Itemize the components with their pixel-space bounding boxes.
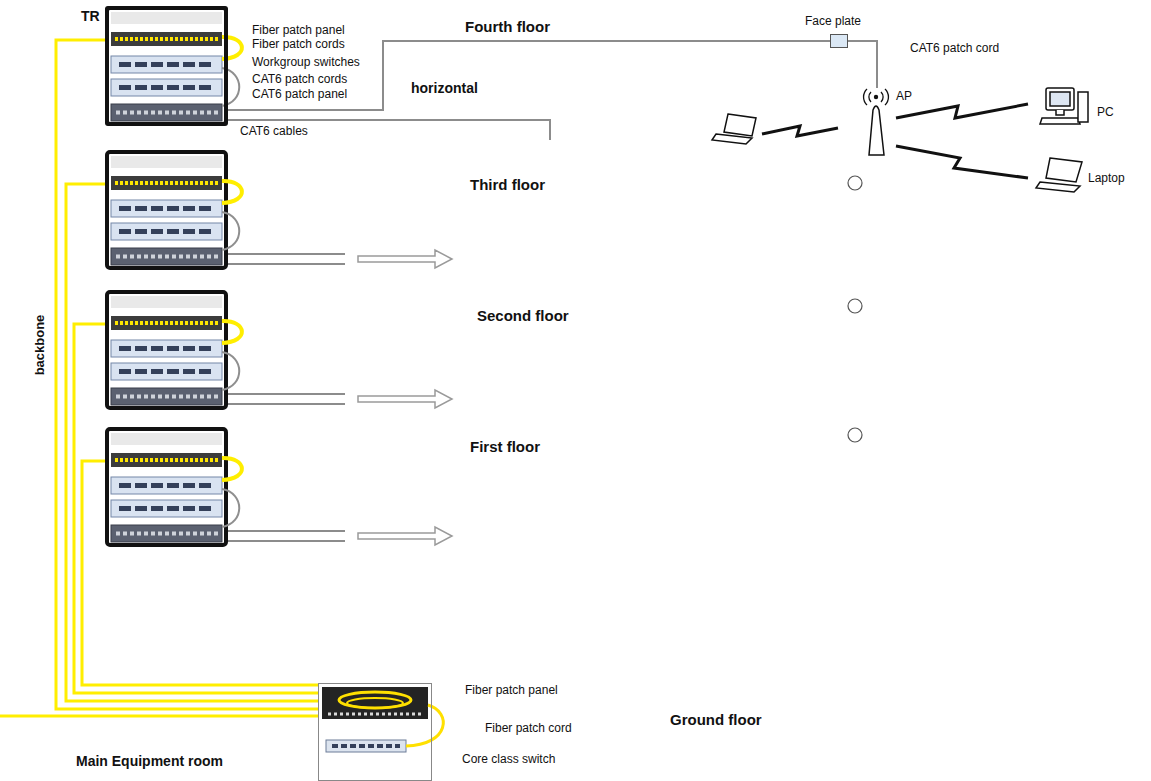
device-label: PC bbox=[1097, 106, 1114, 120]
telecom-rack: TR bbox=[105, 6, 228, 126]
component-label: Fiber patch panel bbox=[465, 684, 558, 698]
hollow-arrow bbox=[358, 390, 452, 408]
rack bbox=[107, 8, 242, 124]
cat6-cable bbox=[228, 254, 345, 264]
component-label: CAT6 patch panel bbox=[252, 88, 347, 102]
ap-waves bbox=[864, 89, 889, 105]
wireless-bolt bbox=[896, 104, 1028, 118]
device-label: Laptop bbox=[1088, 172, 1125, 186]
backbone-cable bbox=[66, 184, 318, 701]
floor-markers bbox=[848, 176, 862, 442]
node-heading: Face plate bbox=[805, 15, 861, 29]
cable-label: CAT6 patch cord bbox=[910, 42, 999, 56]
component-label: Core class switch bbox=[462, 753, 555, 767]
cat6-cable bbox=[228, 531, 345, 541]
access-point bbox=[864, 89, 889, 155]
laptop-screen bbox=[1046, 158, 1082, 182]
laptop-screen bbox=[724, 114, 756, 136]
pc-stand bbox=[1056, 110, 1064, 115]
wireless-bolt bbox=[762, 126, 838, 136]
laptop-base bbox=[712, 134, 752, 144]
device-label: AP bbox=[896, 90, 912, 104]
rack bbox=[107, 292, 242, 408]
floor-label: Third floor bbox=[470, 176, 545, 193]
fiber-coil bbox=[347, 698, 403, 708]
node-heading: Main Equipment room bbox=[76, 753, 223, 769]
face-plate: Face plate bbox=[830, 34, 848, 48]
hollow-arrow bbox=[358, 527, 452, 545]
wireless-links bbox=[762, 104, 1028, 178]
component-label: Fiber patch cords bbox=[252, 38, 345, 52]
ap-body bbox=[869, 106, 884, 155]
laptop-icon bbox=[1036, 158, 1082, 192]
component-label: Fiber patch panel bbox=[252, 24, 345, 38]
core-switch bbox=[326, 740, 406, 752]
ap-dot bbox=[874, 95, 878, 99]
pc-tower bbox=[1078, 92, 1088, 122]
section-label: backbone bbox=[33, 315, 48, 376]
equipment-room-box: Main Equipment room bbox=[318, 683, 432, 781]
outside-feed bbox=[0, 715, 318, 718]
cat6-patch-cord bbox=[848, 41, 877, 88]
hollow-arrow bbox=[358, 250, 452, 268]
backbone-cable bbox=[74, 324, 318, 693]
floor-label: Second floor bbox=[477, 307, 569, 324]
cat6-cable bbox=[228, 120, 550, 140]
pc-screen bbox=[1050, 92, 1070, 106]
horizontal-cables bbox=[228, 41, 877, 541]
hollow-arrows bbox=[358, 250, 452, 545]
pc-monitor bbox=[1046, 88, 1074, 110]
floor-marker bbox=[848, 176, 862, 190]
floor-label: Fourth floor bbox=[465, 18, 550, 35]
cat6-cable bbox=[228, 394, 345, 404]
fiber-patch-panel bbox=[322, 687, 428, 719]
component-label: Workgroup switches bbox=[252, 56, 360, 70]
core-switch-ports bbox=[332, 744, 400, 748]
component-label: Fiber patch cord bbox=[485, 722, 572, 736]
laptop-base bbox=[1036, 182, 1080, 192]
backbone-cable bbox=[82, 461, 318, 685]
laptop-icon bbox=[712, 114, 756, 144]
wireless-bolt bbox=[896, 146, 1028, 178]
fiber-coil bbox=[339, 692, 411, 708]
node-heading: TR bbox=[81, 8, 100, 24]
cable-label: CAT6 cables bbox=[240, 125, 308, 139]
pc-keyboard bbox=[1040, 118, 1080, 124]
fiber-backbone-cable bbox=[56, 40, 318, 709]
rack bbox=[107, 152, 242, 268]
floor-marker bbox=[848, 428, 862, 442]
section-label: horizontal bbox=[411, 80, 478, 96]
fiber-patch-cord bbox=[406, 705, 443, 746]
cat6-horizontal-cable bbox=[228, 41, 830, 110]
rack bbox=[107, 429, 242, 545]
equipment-room-contents bbox=[322, 687, 443, 752]
fiber-ports bbox=[328, 713, 424, 716]
floor-marker bbox=[848, 299, 862, 313]
floor-label: First floor bbox=[470, 438, 540, 455]
floor-label: Ground floor bbox=[670, 711, 762, 728]
pc-icon bbox=[1040, 88, 1088, 124]
component-label: CAT6 patch cords bbox=[252, 73, 347, 87]
